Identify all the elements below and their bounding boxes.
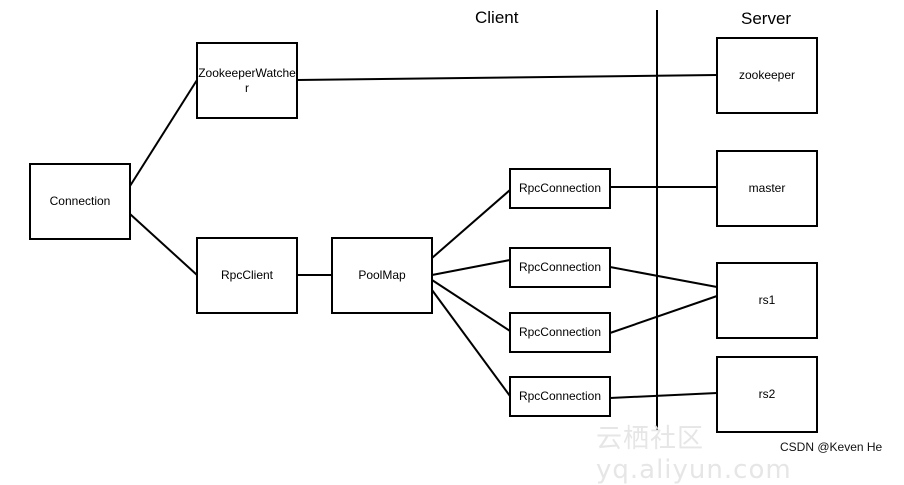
- credit-text: CSDN @Keven He: [780, 440, 883, 454]
- edge-poolmap-rpcconnection-2: [431, 259, 511, 276]
- diagram-connectors: [129, 10, 718, 430]
- zookeeper-watcher-label: ZookeeperWatcher: [198, 65, 296, 95]
- connection-node: Connection: [29, 163, 131, 240]
- rpc-connection-label-1: RpcConnection: [518, 181, 602, 195]
- master-server-label: master: [748, 181, 786, 195]
- edge-rpcconnection-4-rs2: [609, 392, 718, 399]
- edge-poolmap-rpcconnection-4: [431, 289, 511, 397]
- edge-connection-rpcclient: [129, 213, 198, 276]
- server-heading: Server: [741, 9, 792, 28]
- edge-connection-zookeeperwatcher: [129, 79, 198, 187]
- zookeeper-server-node: zookeeper: [716, 37, 818, 114]
- rpc-connection-node-4: RpcConnection: [509, 376, 611, 417]
- rpc-client-node: RpcClient: [196, 237, 298, 314]
- master-server-node: master: [716, 150, 818, 227]
- connection-label: Connection: [49, 194, 111, 208]
- rpc-connection-label-4: RpcConnection: [518, 389, 602, 403]
- rs2-server-label: rs2: [758, 387, 776, 401]
- rs1-server-label: rs1: [758, 293, 776, 307]
- pool-map-node: PoolMap: [331, 237, 433, 314]
- rs1-server-node: rs1: [716, 262, 818, 339]
- pool-map-label: PoolMap: [358, 268, 406, 282]
- rpc-connection-label-3: RpcConnection: [518, 325, 602, 339]
- zookeeper-server-label: zookeeper: [738, 68, 796, 82]
- client-heading: Client: [475, 8, 519, 27]
- edge-rpcconnection-3-rs1: [609, 295, 718, 334]
- rpc-connection-label-2: RpcConnection: [518, 260, 602, 274]
- zookeeper-watcher-node: ZookeeperWatcher: [196, 42, 298, 119]
- rpc-connection-node-1: RpcConnection: [509, 168, 611, 209]
- rs2-server-node: rs2: [716, 356, 818, 433]
- edge-zookeeperwatcher-zookeeper: [296, 74, 718, 81]
- rpc-client-label: RpcClient: [220, 268, 274, 282]
- edge-rpcconnection-2-rs1: [609, 266, 718, 288]
- rpc-connection-node-2: RpcConnection: [509, 247, 611, 288]
- edge-poolmap-rpcconnection-3: [431, 279, 511, 332]
- rpc-connection-node-3: RpcConnection: [509, 312, 611, 353]
- edge-poolmap-rpcconnection-1: [431, 189, 511, 259]
